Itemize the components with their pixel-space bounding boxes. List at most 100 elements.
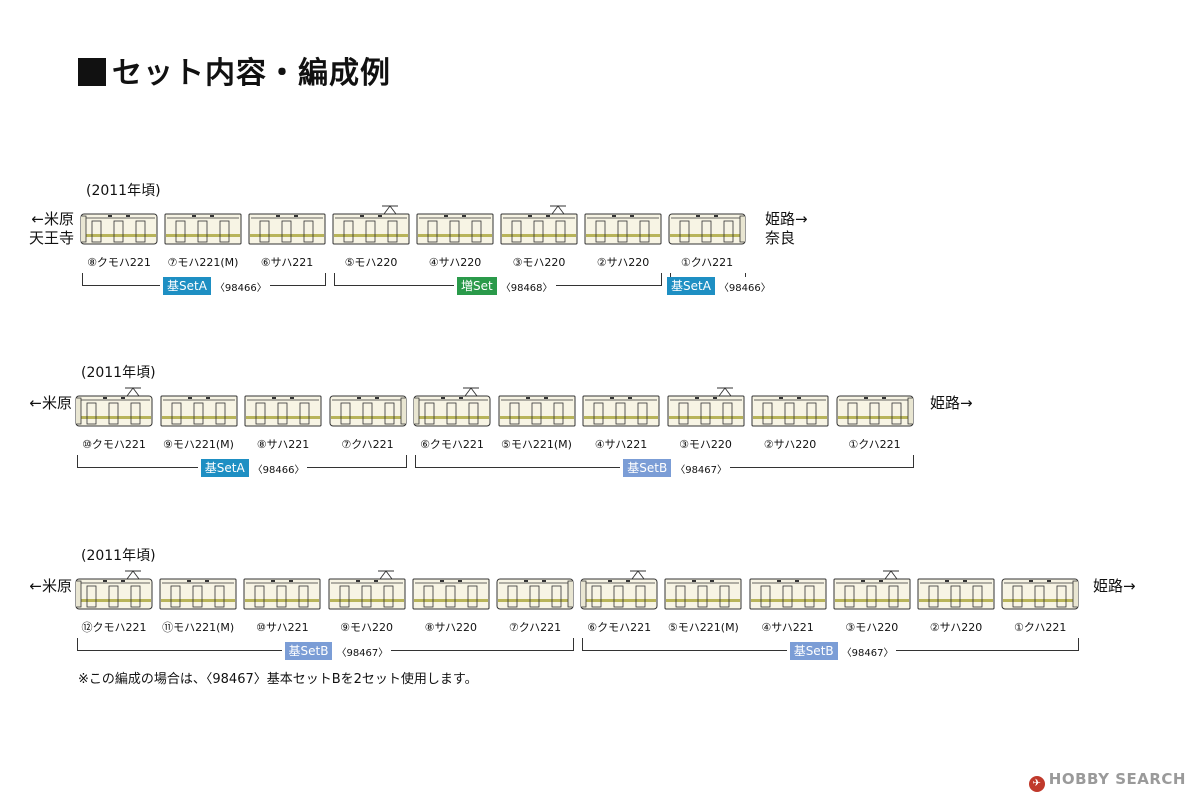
car-door [193, 402, 203, 425]
car-door [135, 220, 146, 243]
car-stripe [161, 416, 236, 419]
set-number: 〈98466〉 [252, 464, 305, 476]
car-stripe [246, 416, 320, 419]
pantograph-icon [882, 570, 899, 580]
watermark-text: HOBBY SEARCH [1048, 770, 1186, 788]
car-door [281, 220, 292, 243]
car-door [551, 585, 562, 608]
car-door [445, 585, 456, 608]
car-stripe [834, 599, 909, 602]
car-label: ③モハ220 [512, 256, 566, 269]
car-door [928, 585, 939, 608]
car-door [219, 220, 230, 243]
car-body [664, 578, 742, 610]
car-door [635, 585, 646, 608]
car-label: ⑥クモハ221 [420, 438, 484, 451]
car-door [171, 402, 181, 425]
cab-front [400, 397, 406, 425]
car-stripe [670, 234, 744, 237]
car-door [847, 402, 857, 425]
cab-front [1072, 580, 1079, 608]
car-door [91, 220, 102, 243]
car-door [593, 402, 604, 425]
set-number: 〈98466〉 [718, 282, 771, 294]
pantograph-icon [382, 205, 398, 215]
car-door [1012, 585, 1023, 608]
car-door [424, 402, 435, 425]
car-stripe [584, 416, 658, 419]
train-car [75, 382, 153, 428]
car-door [595, 220, 606, 243]
car-door [259, 220, 270, 243]
car-stripe [668, 416, 743, 419]
car-body [833, 578, 911, 610]
car-stripe [1003, 599, 1078, 602]
car-door [130, 585, 141, 608]
car-door [343, 220, 354, 243]
car-door [507, 585, 518, 608]
train-car [667, 382, 745, 428]
train-car [664, 565, 742, 611]
car-label: ⑨モハ220 [340, 621, 394, 634]
direction-right: 姫路→ [930, 394, 973, 412]
car-label: ③モハ220 [679, 438, 732, 451]
train-car [500, 200, 578, 246]
car-door [509, 402, 519, 425]
car-stripe [750, 599, 825, 602]
car-door [531, 402, 541, 425]
car-door [678, 402, 688, 425]
car-door [697, 585, 708, 608]
car-label: ⑧サハ221 [256, 438, 310, 451]
direction-right: 姫路→奈良 [765, 210, 808, 247]
set-badge: 基SetB [623, 459, 672, 477]
car-door [869, 402, 879, 425]
train-car [668, 200, 746, 246]
car-body [580, 578, 658, 610]
set-number: 〈98468〉 [500, 282, 553, 294]
set-tag: 基SetB〈98467〉 [281, 642, 392, 660]
car-body [75, 578, 153, 610]
car-label: ⑪モハ221(M) [162, 621, 235, 634]
car-door [277, 402, 288, 425]
car-door [384, 402, 394, 425]
car-label: ⑥クモハ221 [587, 621, 652, 634]
direction-left: ←米原天王寺 [28, 210, 74, 247]
car-door [701, 220, 712, 243]
square-bullet-icon [78, 58, 106, 86]
car-door [700, 402, 710, 425]
car-door [613, 585, 624, 608]
set-number: 〈98467〉 [675, 464, 728, 476]
car-door [468, 402, 479, 425]
train-car [836, 382, 914, 428]
set-number: 〈98466〉 [214, 282, 267, 294]
car-label: ①クハ221 [1014, 621, 1067, 634]
car-door [471, 220, 482, 243]
cab-front [581, 580, 587, 608]
page-title: セット内容・編成例 [78, 48, 391, 92]
car-door [387, 220, 398, 243]
train-car [751, 382, 829, 428]
car-body [584, 213, 662, 245]
car-label: ①クハ221 [680, 256, 734, 269]
car-door [340, 402, 350, 425]
car-label: ⑦クハ221 [508, 621, 562, 634]
car-door [1056, 585, 1067, 608]
car-label: ⑩クモハ221 [82, 438, 146, 451]
set-tag: 基SetA〈98466〉 [664, 277, 774, 295]
car-door [255, 402, 266, 425]
train-car [582, 382, 660, 428]
car-body [582, 395, 660, 427]
set-badge: 基SetA [163, 277, 211, 295]
car-door [339, 585, 349, 608]
car-door [760, 585, 770, 608]
cab-front [907, 397, 913, 425]
car-stripe [666, 599, 741, 602]
car-stripe [502, 234, 576, 237]
direction-right: 姫路→ [1093, 577, 1136, 595]
car-door [615, 402, 626, 425]
car-door [86, 402, 97, 425]
formation-era: (2011年頃) [81, 548, 156, 564]
cab-front [76, 397, 82, 425]
train-car [833, 565, 911, 611]
